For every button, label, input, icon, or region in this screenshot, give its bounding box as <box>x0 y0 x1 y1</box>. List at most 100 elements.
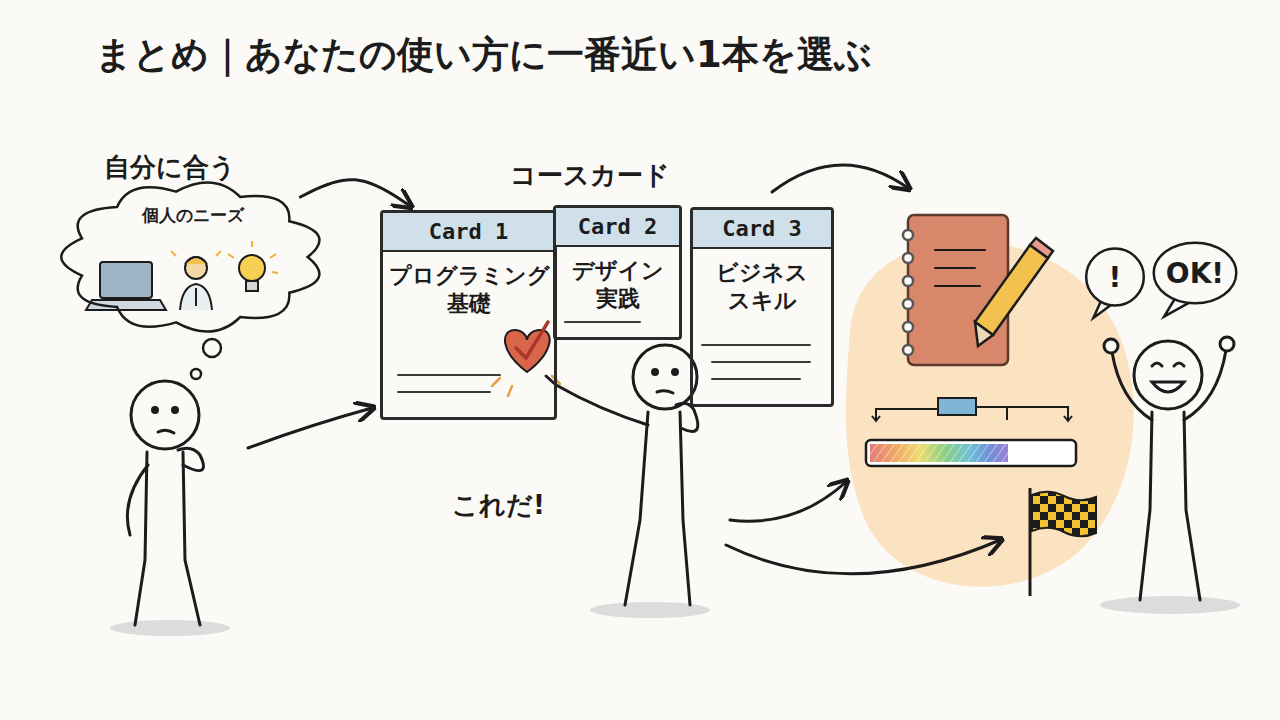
happy-person-part <box>1220 337 1234 351</box>
node-text: ! <box>1109 261 1122 294</box>
cloud-shape <box>61 182 319 331</box>
progress-bar-part <box>866 440 1076 466</box>
notebook-part <box>975 245 1048 335</box>
happy-person-part <box>1112 352 1152 420</box>
pointing-person-part <box>653 370 658 375</box>
thinking-person-part <box>127 465 148 535</box>
notebook-part-part <box>903 322 913 332</box>
pointing-person-part <box>633 345 697 409</box>
pointing-person-part <box>625 412 648 605</box>
card-lines-part <box>398 374 500 376</box>
mini-flowchart-part <box>938 398 976 415</box>
flow-arrow-part <box>730 482 846 521</box>
laptop-icon-part <box>100 262 152 298</box>
thought-cloud: 個人のニーズ <box>70 182 315 332</box>
happy-person-part <box>1184 350 1226 420</box>
speech-bubble: ! <box>1085 246 1145 308</box>
thinking-person-part <box>173 408 178 413</box>
notebook <box>903 215 1053 365</box>
lightbulb-icon-part <box>239 255 265 281</box>
card-title: ビジネス スキル <box>693 249 831 320</box>
thinking-person-part <box>158 430 174 433</box>
laptop-icon <box>86 262 166 310</box>
notebook-part-part <box>903 299 913 309</box>
speech-bubble: OK! <box>1152 240 1238 306</box>
thinking-person-part <box>153 408 158 413</box>
title: まとめ｜あなたの使い方に一番近い1本を選ぶ <box>95 30 872 80</box>
card-heading: Card 2 <box>556 208 679 247</box>
lightbulb-icon-part-part <box>228 254 234 258</box>
thought-dots-part <box>191 369 201 379</box>
notebook-part <box>903 230 913 355</box>
annotation-label: 自分に合う <box>104 150 236 185</box>
pointing-person-part <box>673 370 678 375</box>
lightbulb-icon <box>228 241 278 291</box>
heart-check-part <box>492 376 560 396</box>
course-card: Card 3ビジネス スキル <box>690 207 834 407</box>
checkered-flag <box>1030 488 1096 596</box>
flow-arrow-part <box>726 540 1000 574</box>
lightbulb-icon-part <box>228 241 278 273</box>
lightbulb-icon-part-part <box>251 241 253 247</box>
ground-shadow-part <box>1100 596 1240 614</box>
pointing-person-part <box>556 385 648 425</box>
card-lines-part <box>565 321 640 323</box>
heart-check-part-part <box>508 386 512 396</box>
connector-arrow <box>300 180 410 206</box>
happy-person-part <box>1174 363 1184 366</box>
person-icon-part <box>180 284 212 310</box>
lightbulb-icon-part-part <box>272 272 278 273</box>
person-icon-part <box>171 251 221 256</box>
notebook-part-part <box>903 230 913 240</box>
happy-person-part <box>1134 341 1202 409</box>
course-card: Card 2デザイン 実践 <box>553 205 682 340</box>
ground-shadow <box>110 596 1240 636</box>
notebook-part <box>1030 238 1053 258</box>
notebook-part-part <box>935 267 975 269</box>
mini-flowchart-part <box>976 407 1068 420</box>
cloud-outline <box>70 182 315 332</box>
mini-flowchart <box>872 398 1072 421</box>
bubble-shape <box>1086 248 1144 305</box>
pointing-person <box>546 345 698 605</box>
card-title: プログラミング 基礎 <box>383 252 554 323</box>
node-text: 個人のニーズ <box>142 204 244 227</box>
thought-dots-part <box>203 339 221 357</box>
card-title: デザイン 実践 <box>556 247 679 318</box>
thinking-person-part <box>135 452 147 625</box>
notebook-part-part <box>903 345 913 355</box>
pointing-person-part <box>657 391 673 393</box>
annotation-label: コースカード <box>510 158 670 193</box>
notebook-part <box>935 250 985 286</box>
card-lines-part <box>712 378 800 380</box>
person-icon-part <box>195 288 197 306</box>
annotation-label: これだ! <box>452 488 545 523</box>
progress-bar-part <box>870 444 1008 462</box>
notebook-part-part <box>935 285 980 287</box>
person-icon-part <box>185 257 207 279</box>
heart-check-part <box>505 330 550 372</box>
progress-bar-part <box>870 444 1008 462</box>
notebook-part-part <box>903 253 913 263</box>
checkered-flag-part <box>1032 492 1096 537</box>
mini-flowchart-part <box>1006 407 1008 420</box>
happy-person-part <box>1152 382 1184 392</box>
happy-person-part <box>1152 363 1162 366</box>
person-icon-part-part <box>216 251 221 256</box>
happy-person-part <box>1140 412 1152 600</box>
flow-arrow-part <box>248 408 372 448</box>
card-lines-part <box>702 344 810 346</box>
notebook-part <box>908 215 1008 365</box>
pointing-person-part <box>680 412 690 605</box>
person-icon-part <box>185 257 207 264</box>
card-lines-part <box>398 391 490 393</box>
card-lines <box>398 322 810 392</box>
mini-flowchart-part <box>872 416 880 421</box>
bubble-shape <box>1154 243 1237 304</box>
thinking-person-part <box>183 452 200 625</box>
flow-arrow <box>248 165 1000 574</box>
notebook-part <box>975 322 993 346</box>
